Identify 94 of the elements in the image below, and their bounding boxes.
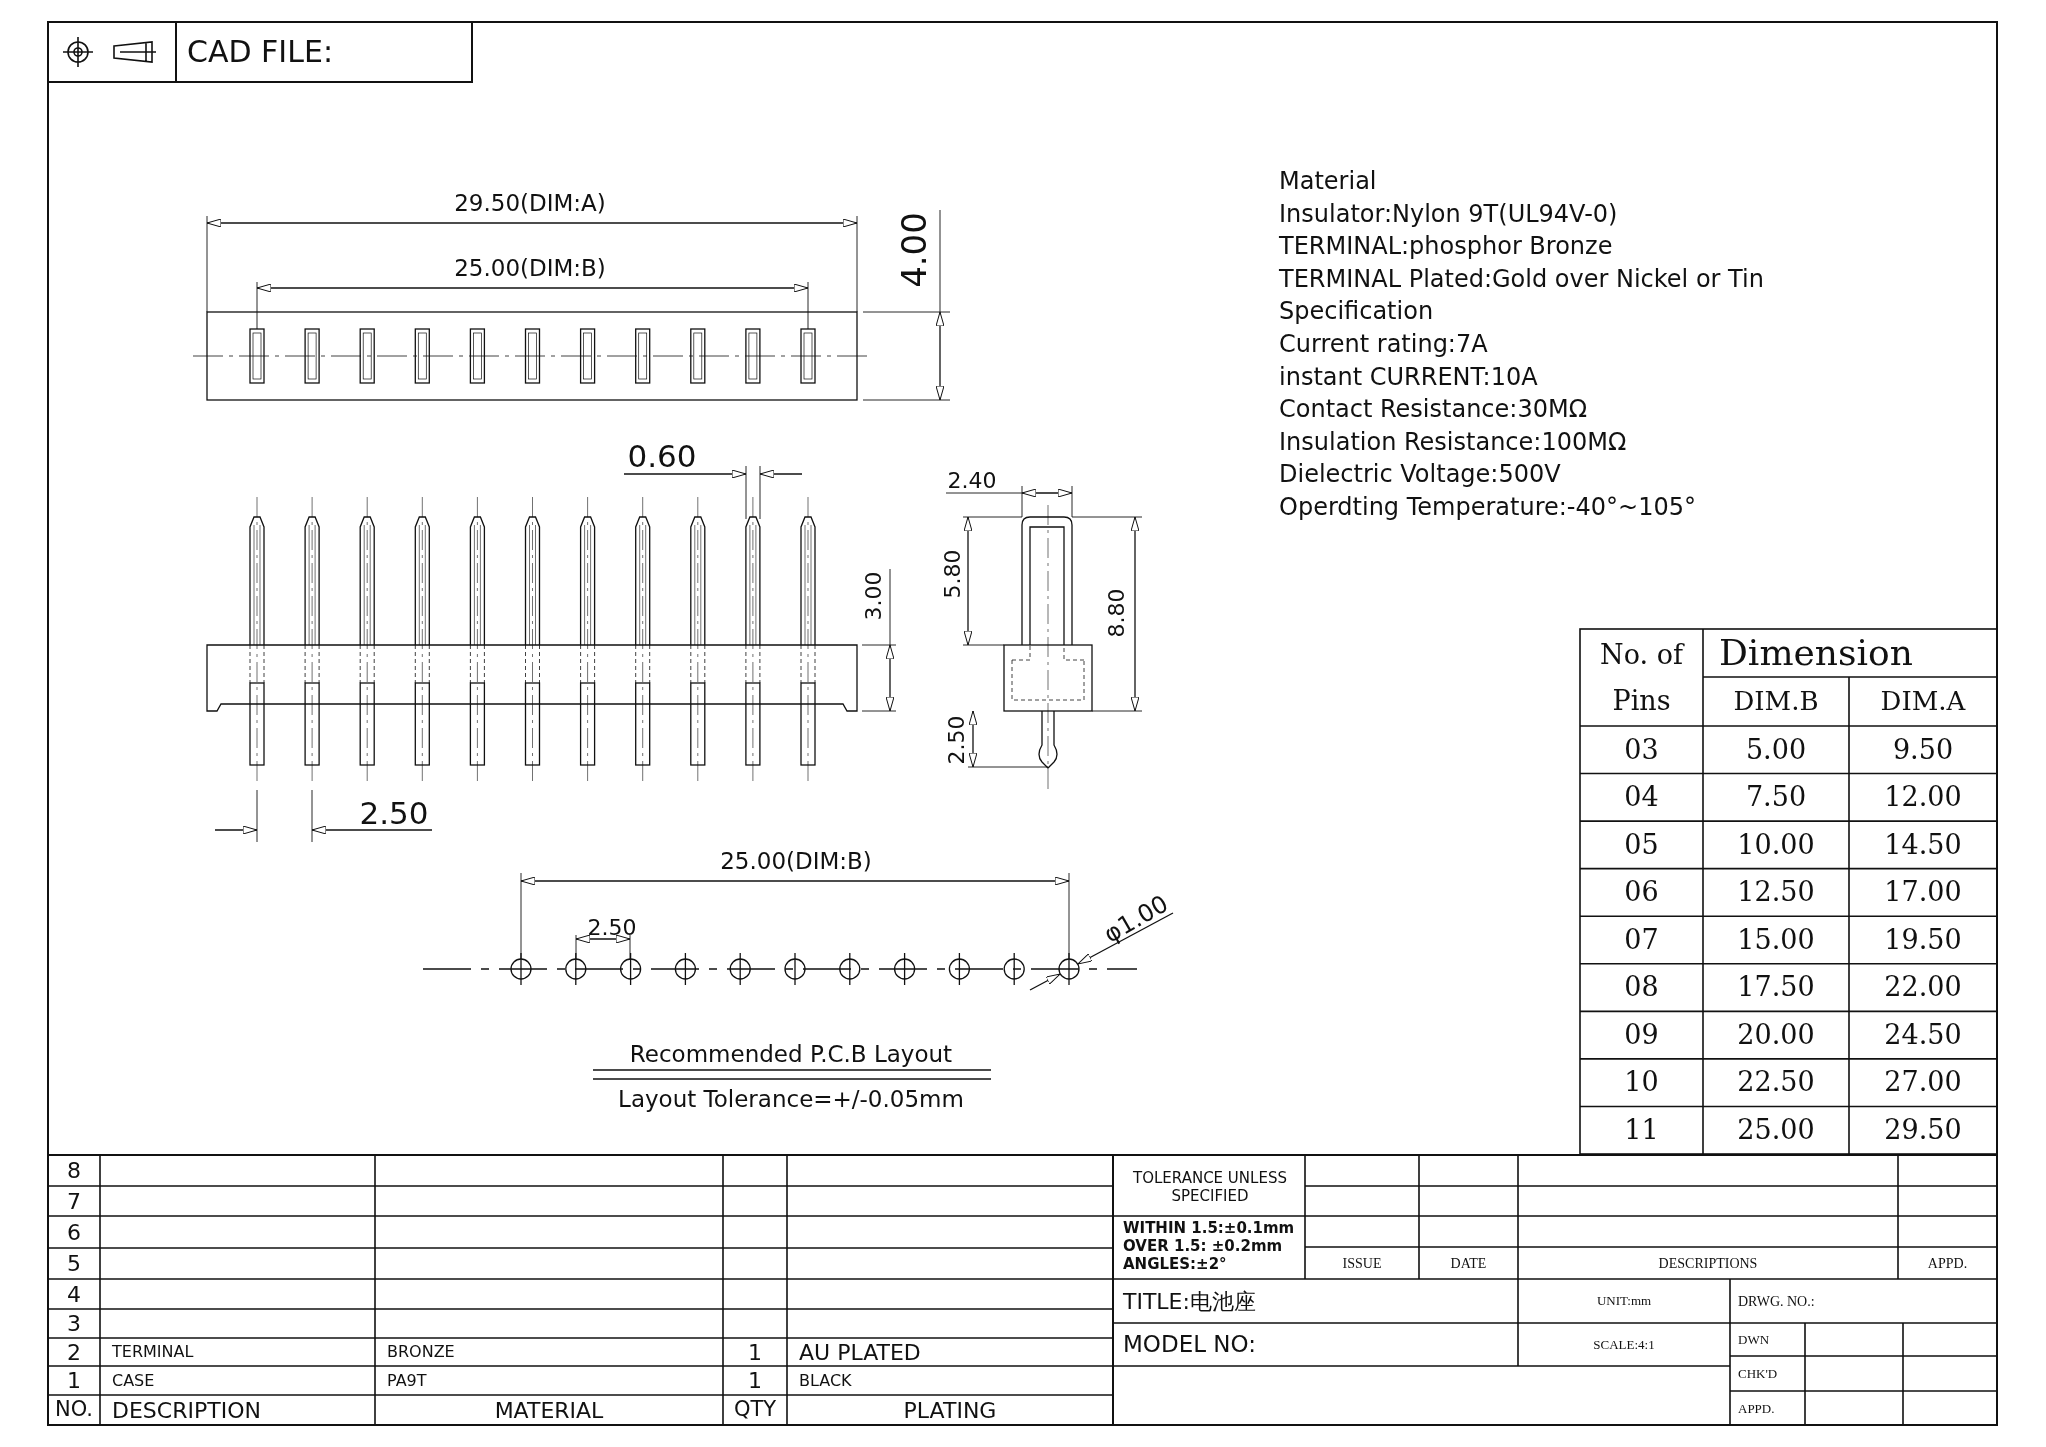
dimension-text: 5.80 [942,549,964,599]
drawing-title: TITLE:电池座 [1122,1287,1257,1316]
row-number: 7 [66,1187,82,1216]
dimension-text: 25.00(DIM:B) [454,256,606,280]
row-number: 1 [66,1367,82,1395]
tolerance-text: ANGLES:±2° [1123,1256,1227,1272]
column-header: DATE [1449,1254,1488,1273]
pin-count: 03 [1623,732,1660,767]
part-description: TERMINAL [111,1341,195,1363]
spec-text: instant CURRENT:10A [1279,361,1539,393]
row-number: 4 [66,1280,82,1309]
pin-count: 04 [1623,780,1660,815]
scale-text: SCALE:4:1 [1592,1335,1656,1354]
column-header: DESCRIPTION [111,1396,262,1425]
spec-text: Dielectric Voltage:500V [1279,459,1562,491]
pin-count: 08 [1623,970,1660,1005]
spec-text: Insulation Resistance:100MΩ [1279,426,1628,458]
part-plating: BLACK [798,1369,853,1392]
row-number: 8 [66,1157,82,1185]
dimension-value: 12.00 [1883,780,1963,815]
dimension-text: 2.50 [946,715,968,765]
pin-count: 06 [1623,875,1660,910]
cad-file-label: CAD FILE: [187,37,333,67]
dimension-value: 10.00 [1736,827,1816,862]
spec-text: Contact Resistance:30MΩ [1279,394,1588,426]
dimension-text: 4.00 [897,212,931,288]
row-number: 5 [66,1250,82,1278]
dimension-value: 29.50 [1883,1112,1963,1147]
pin-count: 10 [1623,1065,1660,1100]
dimension-value: 17.00 [1883,875,1963,910]
field-label: APPD. [1737,1399,1776,1418]
section-heading: Material [1279,166,1378,197]
column-header: No. of Pins [1599,637,1686,718]
dimension-value: 17.50 [1736,970,1816,1005]
column-header: MATERIAL [493,1396,605,1425]
row-number: 6 [66,1218,82,1247]
field-label: DRWG. NO.: [1737,1292,1816,1311]
dimension-value: 20.00 [1736,1017,1816,1052]
part-plating: AU PLATED [798,1338,922,1366]
pin-count: 11 [1623,1112,1660,1147]
tolerance-heading: TOLERANCE UNLESS SPECIFIED [1132,1168,1288,1207]
dimension-text: 8.80 [1106,588,1128,638]
row-number: 3 [66,1310,82,1338]
dimension-value: 7.50 [1744,780,1808,815]
unit-text: UNIT:mm [1595,1292,1653,1311]
layout-title: Recommended P.C.B Layout [629,1042,953,1066]
spec-text: TERMINAL Plated:Gold over Nickel or Tin [1279,263,1765,295]
dimension-value: 24.50 [1883,1017,1963,1052]
column-header: DIM.A [1879,685,1967,718]
column-header: DESCRIPTIONS [1657,1254,1759,1273]
column-header: APPD. [1926,1254,1969,1273]
dimension-text: 29.50(DIM:A) [454,191,606,215]
dimension-text: 2.50 [587,917,637,939]
dimension-value: 5.00 [1744,732,1808,767]
part-quantity: 1 [747,1367,763,1395]
pin-count: 07 [1623,922,1660,957]
spec-text: TERMINAL:phosphor Bronze [1279,231,1614,263]
dimension-value: 19.50 [1883,922,1963,957]
dimension-text: 3.00 [863,571,885,621]
column-header: ISSUE [1341,1254,1383,1273]
spec-text: Current rating:7A [1279,328,1489,360]
part-description: CASE [111,1369,156,1392]
dimension-value: 22.50 [1736,1065,1816,1100]
dimension-value: 15.00 [1736,922,1816,957]
column-header: NO. [53,1396,95,1424]
field-label: CHK'D [1737,1364,1779,1383]
pin-count: 09 [1623,1017,1660,1052]
dimension-value: 27.00 [1883,1065,1963,1100]
tolerance-text: OVER 1.5: ±0.2mm [1123,1238,1283,1254]
field-label: DWN [1737,1330,1771,1349]
column-header: PLATING [902,1396,998,1425]
tolerance-text: WITHIN 1.5:±0.1mm [1123,1220,1295,1236]
part-quantity: 1 [747,1338,763,1366]
dimension-value: 9.50 [1891,732,1955,767]
dimension-value: 12.50 [1736,875,1816,910]
tolerance-note: Layout Tolerance=+/-0.05mm [618,1087,964,1111]
part-material: BRONZE [386,1341,456,1363]
section-heading: Specification [1279,296,1435,328]
field-label: MODEL NO: [1122,1330,1257,1360]
part-material: PA9T [386,1369,428,1392]
dimension-text: 2.40 [947,470,997,492]
dimension-value: 22.00 [1883,970,1963,1005]
spec-text: Operdting Temperature:-40°~105° [1279,491,1697,523]
pin-count: 05 [1623,827,1660,862]
dimension-text: 0.60 [627,440,697,472]
column-header: QTY [732,1396,778,1424]
row-number: 2 [66,1338,82,1366]
dimension-value: 25.00 [1736,1112,1816,1147]
dimension-value: 14.50 [1883,827,1963,862]
column-header: DIM.B [1732,685,1820,718]
column-header: Dimension [1718,631,1914,675]
dimension-text: 25.00(DIM:B) [720,849,872,873]
dimension-text: 2.50 [359,797,429,829]
spec-text: Insulator:Nylon 9T(UL94V-0) [1279,198,1619,230]
